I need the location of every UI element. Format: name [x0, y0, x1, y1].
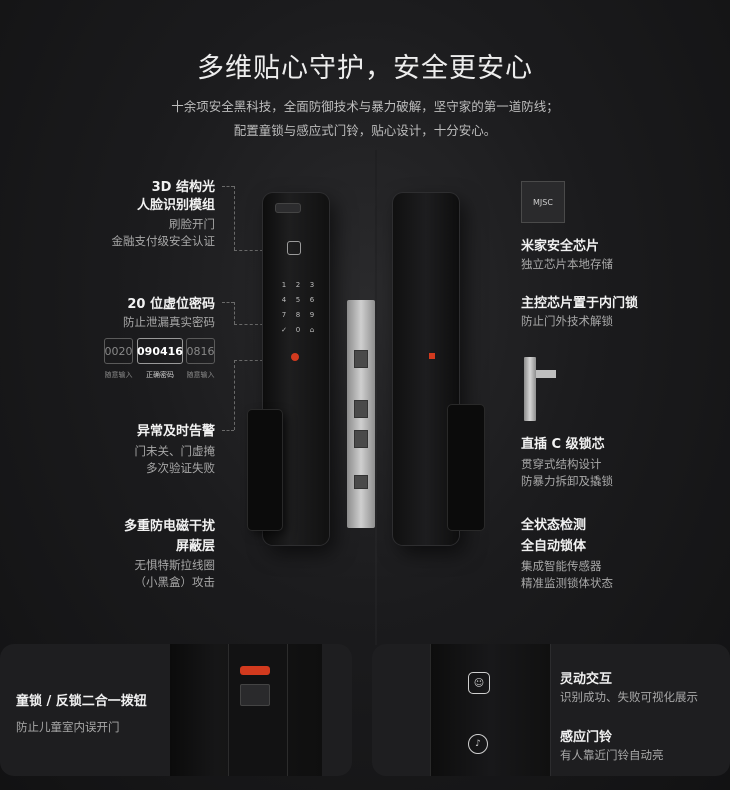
feature-face-title-2: 人脸识别模组	[136, 198, 215, 213]
password-box-random-1: 0020	[104, 338, 133, 364]
leader-line	[234, 360, 235, 430]
leader-line	[222, 430, 234, 431]
feature-status-desc-2: 精准监测锁体状态	[521, 576, 613, 590]
lock-cylinder-bolt-icon	[536, 370, 556, 378]
lock-front-closeup	[430, 644, 550, 776]
feature-password-title: 20 位虚位密码	[127, 297, 215, 312]
indicator-icon	[429, 353, 435, 359]
feature-mcu-title: 主控芯片置于内门锁	[521, 296, 639, 311]
feature-cylinder-desc-2: 防暴力拆卸及撬锁	[521, 474, 613, 488]
child-lock-switch-icon	[240, 666, 270, 675]
bolt-slot	[354, 430, 368, 448]
keypad-key: 1	[281, 281, 287, 289]
doorbell-title: 感应门铃	[560, 730, 613, 745]
feature-emi-desc-1: 无惧特斯拉线圈	[134, 558, 216, 572]
keypad-key: ✓	[281, 326, 287, 334]
password-box-random-2: 0816	[186, 338, 215, 364]
feature-emi-desc-2: （小黑盒）攻击	[134, 575, 216, 589]
feature-mcu-desc: 防止门外技术解锁	[521, 314, 613, 328]
back-handle	[448, 405, 484, 530]
child-lock-desc: 防止儿童室内误开门	[16, 720, 120, 734]
leader-line	[222, 186, 234, 187]
alarm-led-icon	[291, 353, 299, 361]
smiley-face-icon: ☺	[468, 672, 490, 694]
doorbell-icon: ♪	[468, 734, 488, 754]
bolt-slot	[354, 400, 368, 418]
password-box-correct: 090416	[137, 338, 183, 364]
face-recognition-icon	[287, 241, 301, 255]
keypad-key: 3	[309, 281, 315, 289]
leader-line	[234, 324, 279, 325]
keypad-key: ⌂	[309, 326, 315, 334]
lock-cylinder-icon	[524, 357, 536, 421]
camera-sensor	[275, 203, 301, 213]
security-chip-icon: MJSC	[521, 181, 565, 223]
feature-cylinder-title: 直插 C 级锁芯	[521, 437, 605, 452]
feature-emi-title-2: 屏蔽层	[175, 539, 215, 554]
feature-cylinder-desc-1: 贯穿式结构设计	[521, 457, 602, 471]
keypad-key: 9	[309, 311, 315, 319]
front-handle	[248, 410, 282, 530]
password-label-random-2: 随意输入	[186, 371, 215, 379]
keypad-key: 0	[295, 326, 301, 334]
feature-status-title-1: 全状态检测	[521, 518, 587, 533]
toggle-slider-icon	[240, 684, 270, 706]
password-label-correct: 正确密码	[146, 371, 174, 379]
lock-side-body	[228, 644, 288, 776]
feature-chip-title: 米家安全芯片	[521, 239, 600, 254]
subtitle-line-1: 十余项安全黑科技，全面防御技术与暴力破解，坚守家的第一道防线；	[171, 99, 559, 114]
keypad-key: 2	[295, 281, 301, 289]
feature-status-desc-1: 集成智能传感器	[521, 559, 602, 573]
feature-alarm-desc-1: 门未关、门虚掩	[134, 444, 216, 458]
child-lock-card: 童锁 / 反锁二合一拨钮 防止儿童室内误开门	[0, 644, 352, 776]
keypad-key: 6	[309, 296, 315, 304]
child-lock-image	[170, 644, 322, 776]
interaction-title: 灵动交互	[560, 672, 613, 687]
keypad-key: 7	[281, 311, 287, 319]
feature-alarm-title: 异常及时告警	[136, 424, 215, 439]
interaction-desc: 识别成功、失败可视化展示	[560, 690, 698, 704]
latch-slot	[354, 475, 368, 489]
subtitle-line-2: 配置童锁与感应式门铃，贴心设计，十分安心。	[233, 123, 497, 138]
feature-face-desc-1: 刷脸开门	[169, 217, 215, 231]
feature-status-title-2: 全自动锁体	[521, 539, 587, 554]
keypad-key: 4	[281, 296, 287, 304]
door-seam	[375, 150, 377, 645]
child-lock-title: 童锁 / 反锁二合一拨钮	[16, 694, 147, 709]
page-title: 多维贴心守护，安全更安心	[197, 53, 533, 84]
feature-alarm-desc-2: 多次验证失败	[146, 461, 215, 475]
feature-emi-title-1: 多重防电磁干扰	[123, 519, 215, 534]
feature-face-desc-2: 金融支付级安全认证	[111, 234, 216, 248]
feature-chip-desc: 独立芯片本地存储	[521, 257, 613, 271]
mortise-lock-body	[347, 300, 375, 528]
feature-password-desc: 防止泄漏真实密码	[123, 315, 215, 329]
leader-line	[234, 360, 284, 361]
keypad-key: 8	[295, 311, 301, 319]
interaction-card: ☺ ♪ 灵动交互 识别成功、失败可视化展示 感应门铃 有人靠近门铃自动亮	[372, 644, 730, 776]
leader-line	[234, 186, 235, 250]
password-label-random-1: 随意输入	[104, 371, 133, 379]
leader-line	[234, 250, 284, 251]
leader-line	[222, 302, 234, 303]
doorbell-desc: 有人靠近门铃自动亮	[560, 748, 664, 762]
card-divider	[550, 644, 551, 776]
keypad-key: 5	[295, 296, 301, 304]
feature-face-title-1: 3D 结构光	[151, 180, 215, 195]
latch-slot	[354, 350, 368, 368]
leader-line	[234, 302, 235, 324]
